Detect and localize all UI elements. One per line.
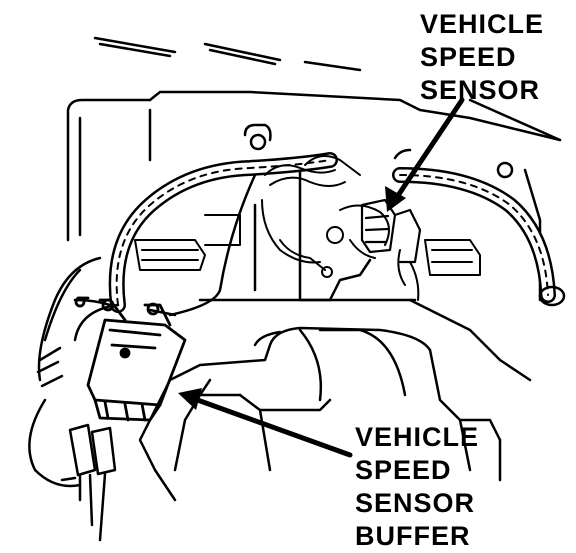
vss-arrow-shaft — [392, 97, 465, 203]
vss-arrowhead — [385, 186, 406, 212]
vssb-label-line-4: BUFFER — [355, 521, 471, 551]
dashboard-panel — [66, 90, 562, 382]
buffer-cables — [28, 173, 257, 488]
console-outline — [138, 326, 502, 502]
buffer-plug — [60, 423, 117, 542]
vssb-label-line-3: SENSOR — [355, 488, 476, 518]
vehicle-speed-sensor-buffer-label: VEHICLE SPEED SENSOR BUFFER — [355, 421, 479, 553]
central-wire-bundle — [261, 155, 390, 278]
vssb-label-line-1: VEHICLE — [355, 422, 480, 452]
vehicle-speed-sensor-label: VEHICLE SPEED SENSOR — [420, 8, 544, 107]
callout-arrowheads — [178, 186, 406, 410]
windshield-edge — [93, 36, 562, 142]
vssb-arrowhead — [178, 388, 202, 410]
right-connectors — [397, 239, 481, 301]
vssb-label-line-2: SPEED — [355, 455, 452, 485]
speed-sensor-buffer-module — [74, 296, 187, 422]
vss-label-line-3: SENSOR — [420, 75, 541, 105]
left-connectors — [134, 214, 241, 271]
vssb-arrow-shaft — [189, 395, 353, 458]
vss-label-line-1: VEHICLE — [420, 9, 545, 39]
wire-harness-loop — [108, 152, 566, 313]
callout-arrows — [189, 97, 465, 458]
vss-label-line-2: SPEED — [420, 42, 517, 72]
speed-sensor-connector — [360, 198, 422, 264]
